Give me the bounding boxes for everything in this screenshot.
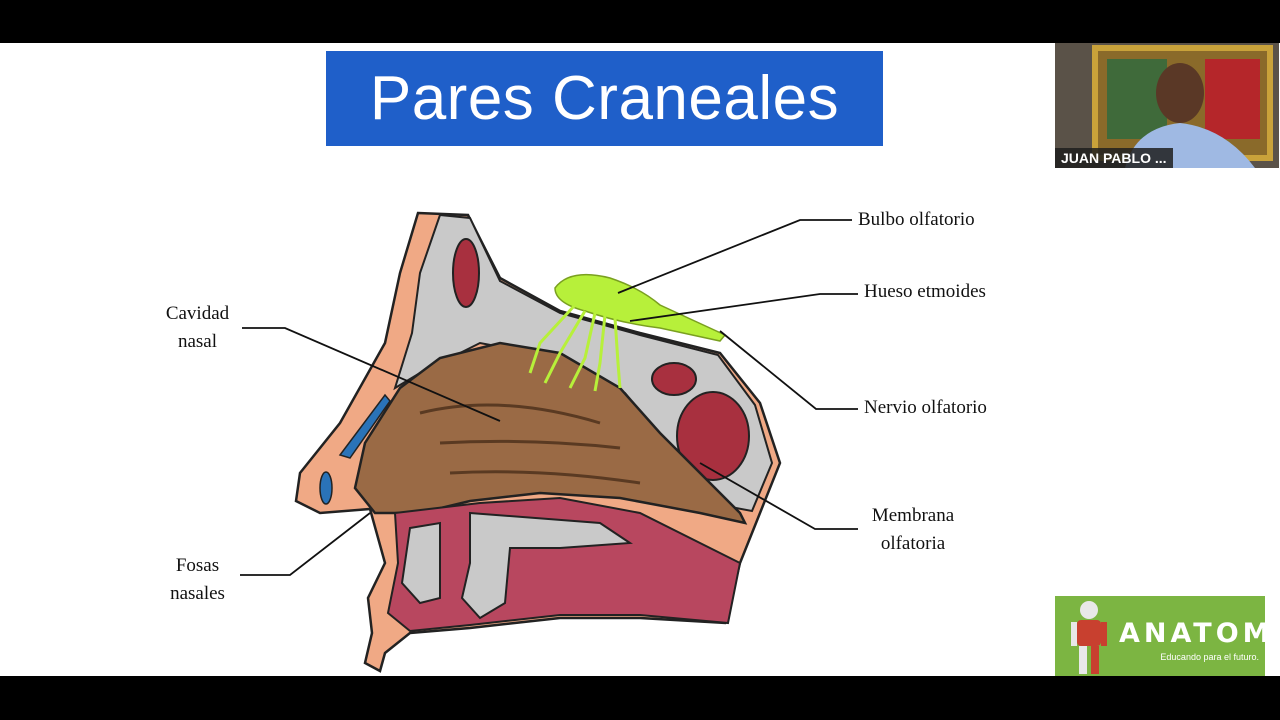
slide-title: Pares Craneales <box>369 64 840 133</box>
palate-bone <box>460 511 633 620</box>
label-fosas-line2: nasales <box>170 583 225 604</box>
nostril-vessel <box>319 471 333 505</box>
leader-nervio <box>719 330 858 410</box>
person-head <box>1156 63 1204 123</box>
sphenoid-sinus-upper <box>651 362 697 396</box>
leader-hueso <box>629 293 858 322</box>
anatomia-logo: ANATOMÍA Educando para el futuro. <box>1055 596 1265 676</box>
label-cavidad-nasal: Cavidad nasal <box>150 300 245 356</box>
label-membrana-line2: olfatoria <box>880 533 946 554</box>
leader-cavidad <box>242 327 501 422</box>
logo-title: ANATOMÍA <box>1119 618 1265 649</box>
label-nervio-olfatorio: Nervio olfatorio <box>864 397 987 418</box>
leader-membrana <box>699 462 858 530</box>
logo-subtitle: Educando para el futuro. <box>1160 652 1259 662</box>
sphenoid-sinus-lower <box>676 391 750 481</box>
nasal-anatomy-illustration <box>240 211 858 673</box>
nasal-vessel <box>338 393 391 459</box>
title-banner: Pares Craneales <box>326 51 883 146</box>
webcam-video-tile[interactable]: JUAN PABLO ... <box>1055 43 1279 168</box>
label-cavidad-line2: nasal <box>177 331 218 352</box>
participant-name: JUAN PABLO ... <box>1055 148 1173 168</box>
label-membrana-olfatoria: Membrana olfatoria <box>858 502 968 558</box>
frontal-sinus <box>452 238 480 308</box>
label-fosas-line1: Fosas <box>175 555 220 576</box>
webcam-feed <box>1055 43 1279 168</box>
maxilla-bone <box>400 521 441 605</box>
nasal-cavity <box>353 341 748 525</box>
leader-fosas <box>240 512 371 576</box>
label-hueso-etmoides: Hueso etmoides <box>864 281 986 302</box>
leader-bulbo <box>617 219 852 294</box>
label-fosas-nasales: Fosas nasales <box>150 552 245 608</box>
label-cavidad-line1: Cavidad <box>165 303 230 324</box>
label-bulbo-olfatorio: Bulbo olfatorio <box>858 209 975 230</box>
label-membrana-line1: Membrana <box>871 505 955 526</box>
skeleton-logo-icon <box>1071 601 1107 674</box>
presentation-slide: Pares Craneales <box>0 43 1280 676</box>
